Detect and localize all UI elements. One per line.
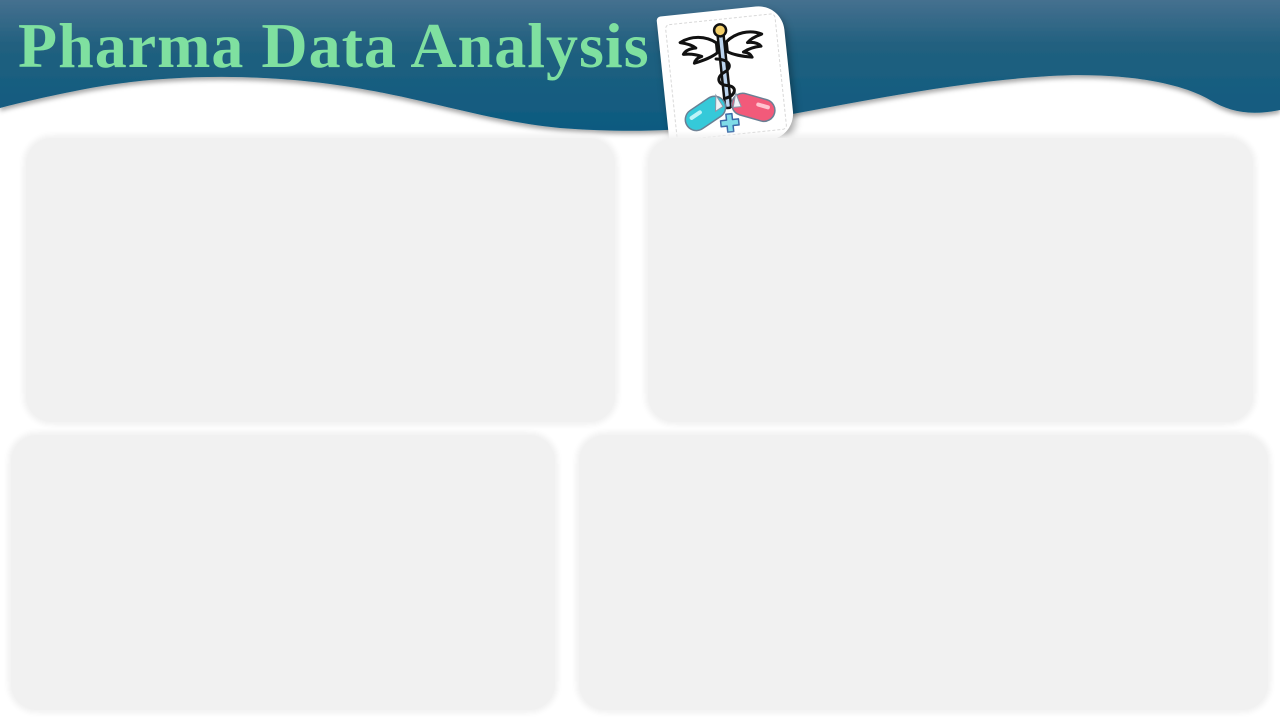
page-title: Pharma Data Analysis <box>18 10 650 81</box>
header-banner <box>0 0 1280 131</box>
caduceus-pills-icon <box>665 13 787 141</box>
dashboard-panel-bottom-right <box>579 435 1268 710</box>
logo-card <box>656 3 796 151</box>
dashboard-panel-top-right <box>648 138 1253 422</box>
dashboard-panel-bottom-left <box>11 435 555 710</box>
dashboard-panel-top-left <box>26 138 615 422</box>
